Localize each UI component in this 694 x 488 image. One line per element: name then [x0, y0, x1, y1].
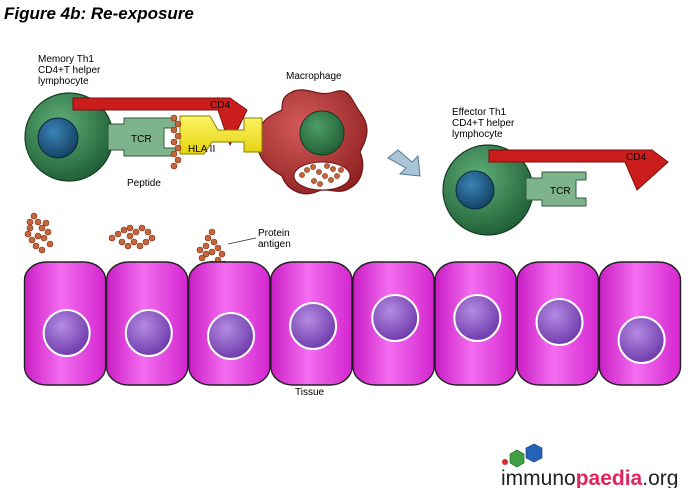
tissue-cell-nucleus [453, 294, 502, 342]
effector-tcr [525, 171, 587, 207]
transition-arrow [387, 149, 421, 177]
peptide-in-groove [170, 114, 182, 170]
tissue-cell-nucleus [617, 316, 666, 364]
effector-cd4-label: CD4 [626, 152, 646, 163]
phagosome-antigen [299, 163, 344, 187]
logo-text: immunopaedia.org [501, 467, 678, 488]
tissue-label: Tissue [295, 387, 325, 398]
memory-label-line-1: Memory Th1 [38, 54, 94, 65]
tissue-cell [105, 261, 189, 386]
immunopaedia-logo: immunopaedia.org [501, 443, 678, 488]
effector-cd4-receptor [488, 149, 669, 191]
tissue-cell-nucleus [371, 294, 420, 342]
logo-cubes-icon [502, 443, 543, 468]
hla-ii-label: HLA II [188, 144, 215, 155]
tissue-cell [352, 261, 435, 386]
tissue-cell-nucleus [289, 302, 338, 350]
tissue-cell-nucleus [535, 298, 584, 346]
figure-title: Figure 4b: Re-exposure [4, 4, 194, 23]
antigen-label-line-1: Protein [258, 228, 290, 239]
protein-antigen-cluster-2 [108, 224, 156, 250]
tissue-cell [188, 261, 271, 386]
effector-cell-label: Effector Th1 CD4+T helper lymphocyte [452, 107, 515, 140]
memory-tcr [107, 117, 177, 157]
antigen-leader-line [227, 237, 257, 245]
tissue-cell-nucleus [124, 309, 173, 357]
tissue-cell [516, 261, 600, 386]
effector-label-line-3: lymphocyte [452, 129, 503, 140]
tissue-cell-nucleus [207, 312, 255, 360]
effector-tcr-label: TCR [550, 186, 571, 197]
effector-t-cell-nucleus [455, 170, 495, 210]
protein-antigen-cluster-1 [24, 212, 54, 254]
tissue-cell-nucleus [42, 309, 91, 357]
memory-t-cell-nucleus [37, 117, 79, 159]
memory-tcr-label: TCR [131, 134, 152, 145]
tissue-cell [598, 261, 682, 386]
effector-label-line-2: CD4+T helper [452, 118, 515, 129]
tissue-cell [434, 261, 517, 386]
hla-ii-molecule [179, 115, 263, 155]
logo-part-3: .org [642, 467, 678, 488]
memory-cd4-receptor [72, 97, 248, 147]
tissue-cell-row [23, 261, 682, 386]
tissue-cell [23, 261, 107, 386]
macrophage-label: Macrophage [286, 71, 342, 82]
logo-part-1: immuno [501, 467, 576, 488]
effector-label-line-1: Effector Th1 [452, 107, 507, 118]
peptide-label: Peptide [127, 178, 161, 189]
memory-cell-label: Memory Th1 CD4+T helper lymphocyte [38, 54, 101, 87]
memory-cd4-label: CD4 [210, 100, 230, 111]
memory-label-line-3: lymphocyte [38, 76, 89, 87]
logo-part-2: paedia [576, 467, 643, 488]
memory-label-line-2: CD4+T helper [38, 65, 101, 76]
antigen-label-line-2: antigen [258, 239, 291, 250]
macrophage-nucleus [299, 110, 345, 156]
tissue-cell [270, 261, 353, 386]
